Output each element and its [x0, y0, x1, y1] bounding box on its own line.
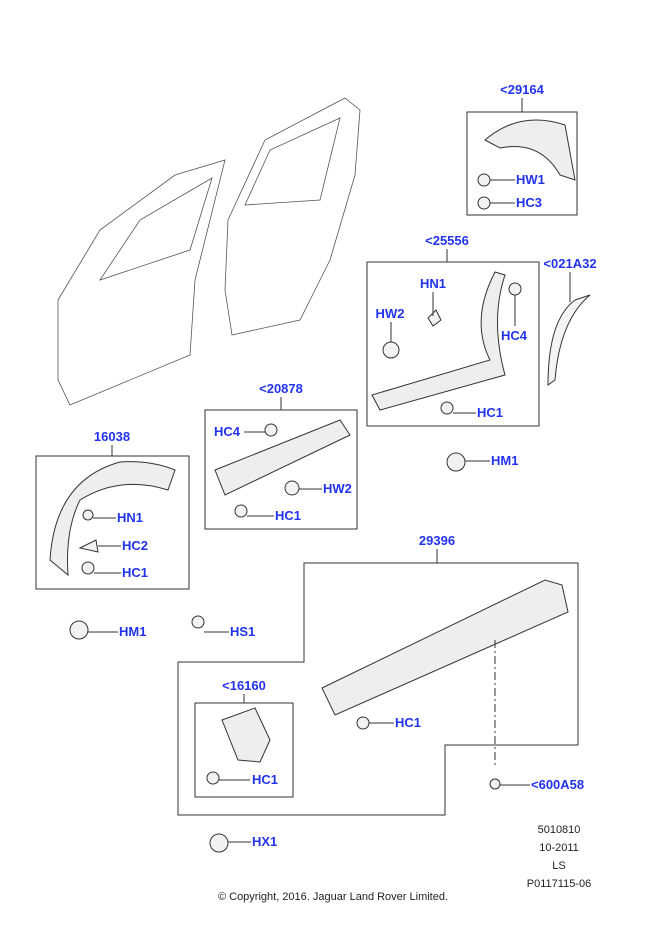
- wheel-arch-trim-rear: [484, 119, 576, 181]
- part-ref-hw1[interactable]: HW1: [516, 172, 545, 187]
- part-ref-25556[interactable]: <25556: [425, 233, 469, 248]
- door-moulding-20878: [214, 419, 351, 496]
- part-ref-hw2[interactable]: HW2: [323, 481, 352, 496]
- wheel-arch-trim-front: [49, 461, 176, 577]
- part-ref-hc2[interactable]: HC2: [122, 538, 149, 553]
- bracket-16160: [221, 707, 271, 763]
- part-ref-29164[interactable]: <29164: [500, 82, 544, 97]
- part-ref-20878[interactable]: <20878: [259, 381, 303, 396]
- part-ref-16038[interactable]: 16038: [93, 429, 131, 444]
- part-ref-hc1[interactable]: HC1: [252, 772, 279, 787]
- part-ref-hm1[interactable]: HM1: [119, 624, 147, 639]
- part-ref-hs1[interactable]: HS1: [230, 624, 256, 639]
- front-door-outline: [57, 159, 226, 406]
- part-ref-hc3[interactable]: HC3: [516, 195, 543, 210]
- part-ref-hw2[interactable]: HW2: [375, 306, 405, 321]
- part-ref-021A32[interactable]: <021A32: [543, 256, 597, 271]
- part-ref-hc4[interactable]: HC4: [213, 424, 241, 439]
- part-ref-hn1[interactable]: HN1: [419, 276, 447, 291]
- illustration-number: P0117115-06: [526, 878, 592, 890]
- part-ref-29396[interactable]: 29396: [418, 533, 456, 548]
- diagram-code: 5010810: [537, 824, 581, 836]
- box-25556: [366, 261, 540, 427]
- part-ref-hc1[interactable]: HC1: [477, 405, 504, 420]
- seal-021A32: [547, 294, 591, 386]
- part-ref-hn1[interactable]: HN1: [117, 510, 144, 525]
- part-ref-hc1[interactable]: HC1: [275, 508, 302, 523]
- part-ref-hm1[interactable]: HM1: [491, 453, 519, 468]
- part-ref-hx1[interactable]: HX1: [252, 834, 278, 849]
- part-ref-hc1[interactable]: HC1: [122, 565, 149, 580]
- part-ref-16160[interactable]: <16160: [222, 678, 266, 693]
- wheel-arch-trim-door: [371, 271, 506, 411]
- sill-moulding-29396: [321, 579, 569, 716]
- part-ref-hc4[interactable]: HC4: [500, 328, 528, 343]
- leader-lines: [88, 179, 571, 843]
- box-29396: [177, 562, 579, 816]
- diagram-initials: LS: [552, 860, 566, 872]
- diagram-date: 10-2011: [539, 842, 579, 854]
- copyright: © Copyright, 2016. Jaguar Land Rover Lim…: [217, 891, 449, 903]
- part-ref-600A58[interactable]: <600A58: [531, 777, 585, 792]
- part-ref-hc1[interactable]: HC1: [395, 715, 422, 730]
- rear-door-outline: [224, 97, 361, 336]
